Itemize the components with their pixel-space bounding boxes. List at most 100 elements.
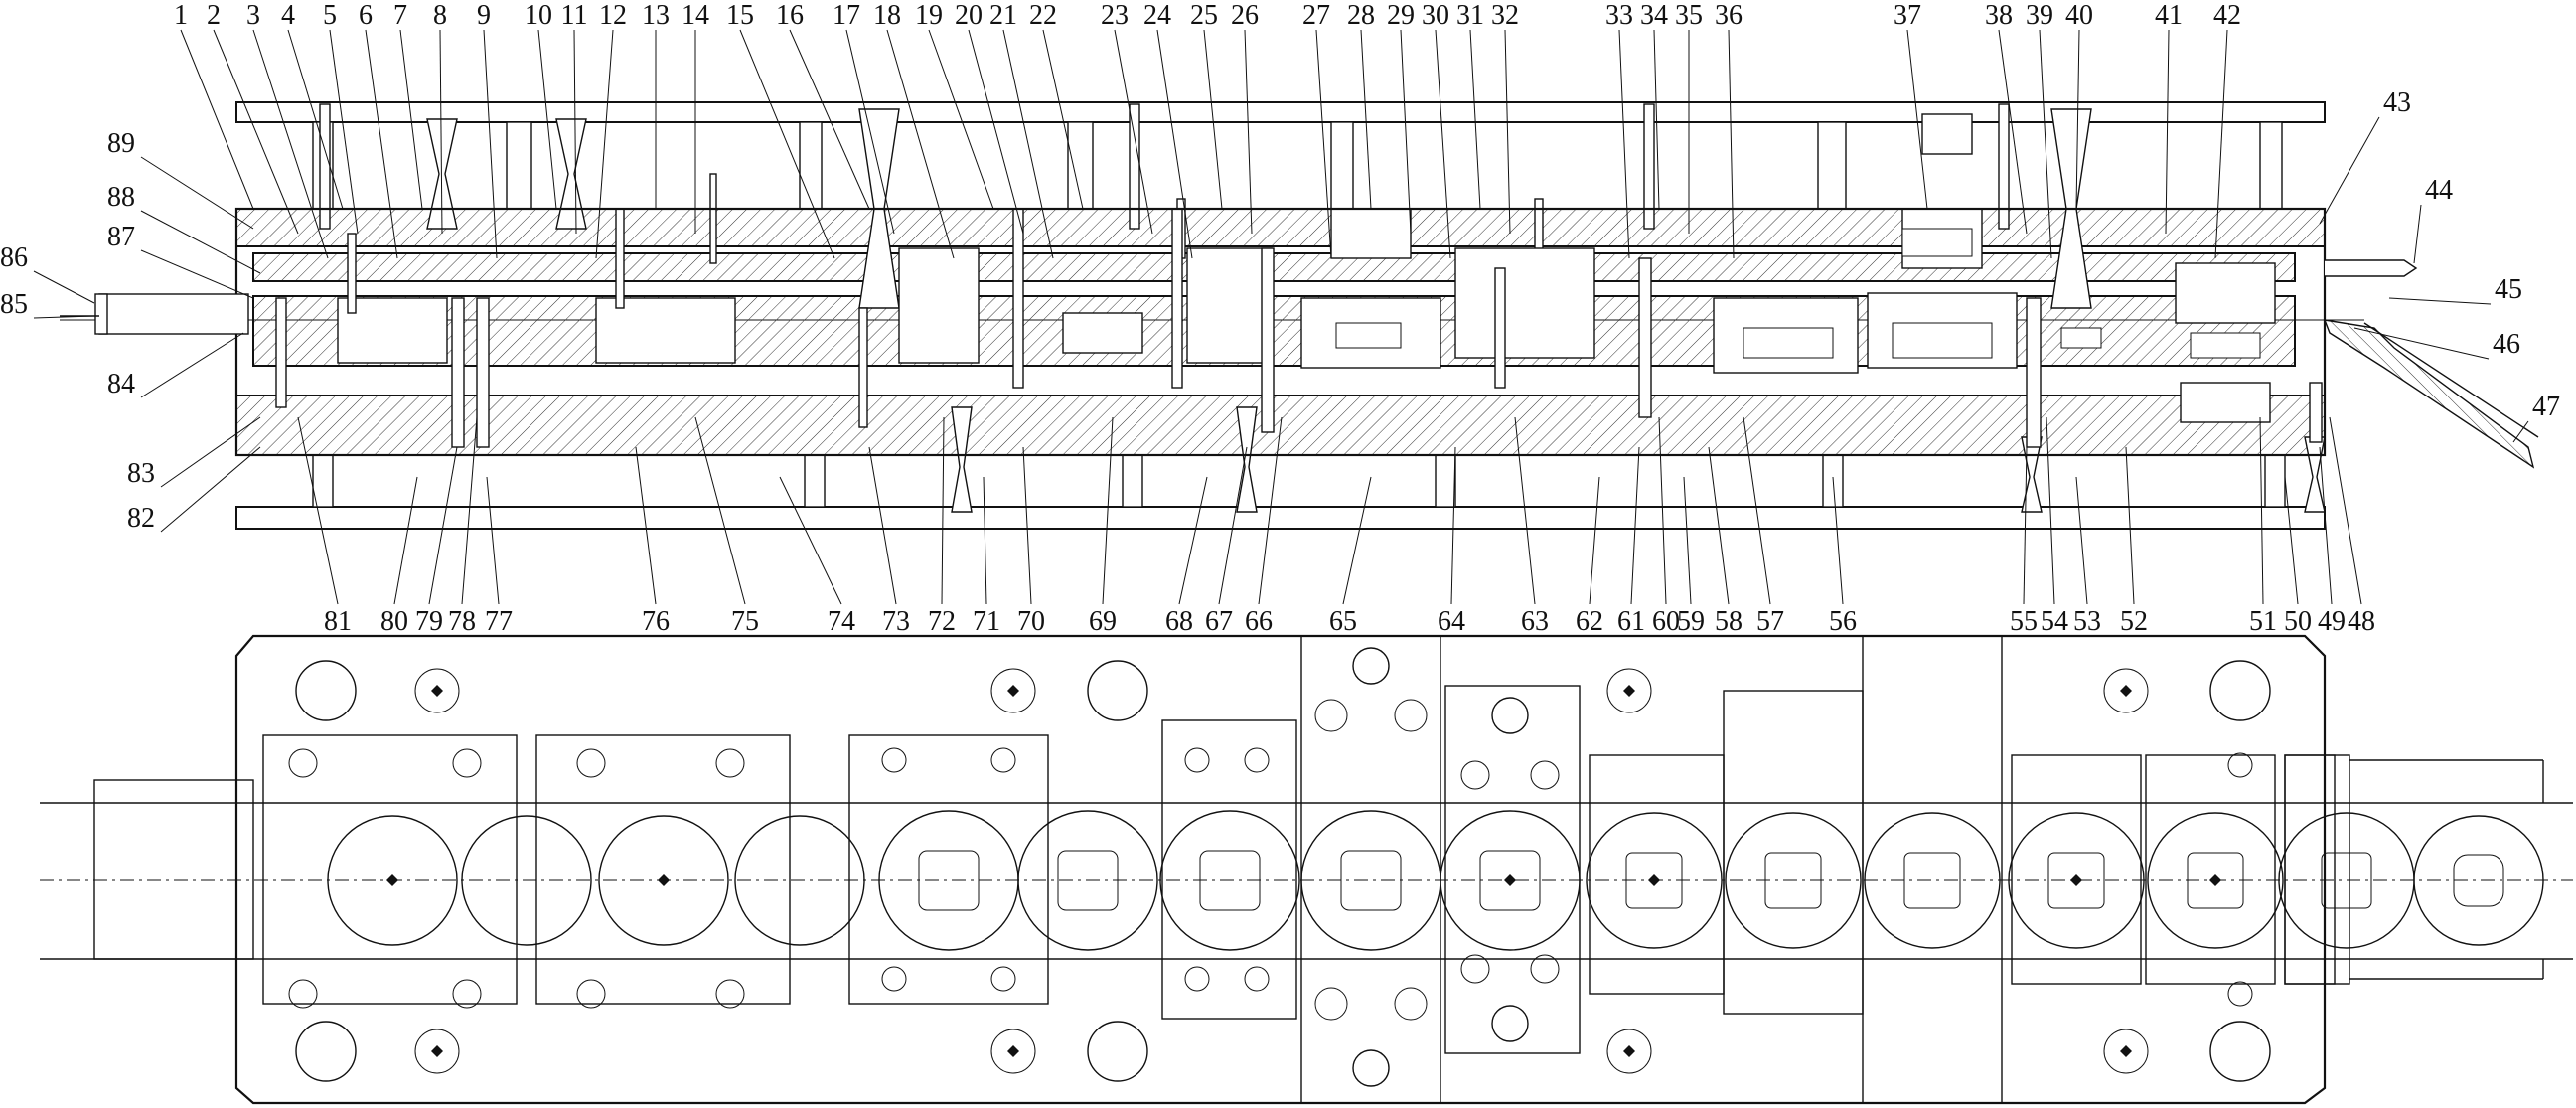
callout-label-23: 23 <box>1101 0 1129 31</box>
leader-line-5 <box>329 29 359 235</box>
leader-line-33 <box>1618 29 1630 259</box>
leader-line-8 <box>439 29 443 235</box>
leader-line-60 <box>1658 416 1667 605</box>
callout-label-72: 72 <box>928 606 956 637</box>
leader-line-70 <box>1022 446 1032 605</box>
leader-line-76 <box>635 446 657 605</box>
upper-plate <box>235 208 2326 247</box>
callout-label-51: 51 <box>2249 606 2277 637</box>
callout-label-70: 70 <box>1017 606 1045 637</box>
leader-line-63 <box>1514 416 1536 605</box>
leader-line-6 <box>365 29 398 259</box>
leader-line-18 <box>886 29 955 259</box>
callout-label-87: 87 <box>107 222 135 252</box>
callout-label-18: 18 <box>873 0 901 31</box>
callout-label-46: 46 <box>2493 329 2520 360</box>
pilot-pins <box>275 173 2323 448</box>
leader-line-85 <box>33 315 95 319</box>
leader-line-20 <box>968 29 1024 235</box>
leader-line-39 <box>2039 29 2052 259</box>
callout-label-17: 17 <box>833 0 860 31</box>
callout-label-28: 28 <box>1347 0 1375 31</box>
leader-line-27 <box>1315 29 1332 259</box>
leader-line-56 <box>1832 476 1844 605</box>
upper-die-shoe <box>235 101 2326 123</box>
callout-label-84: 84 <box>107 369 135 399</box>
leader-line-21 <box>1002 29 1054 259</box>
callout-label-69: 69 <box>1089 606 1117 637</box>
callout-label-5: 5 <box>323 0 337 31</box>
callout-label-22: 22 <box>1029 0 1057 31</box>
callout-label-54: 54 <box>2041 606 2068 637</box>
leader-line-11 <box>573 29 577 235</box>
callout-label-11: 11 <box>561 0 588 31</box>
callout-label-55: 55 <box>2010 606 2038 637</box>
callout-label-21: 21 <box>989 0 1017 31</box>
insert-details <box>1335 228 2261 359</box>
guide-post-holes <box>295 647 2271 1087</box>
leader-line-23 <box>1114 29 1153 235</box>
leader-line-17 <box>845 29 895 235</box>
leader-line-34 <box>1653 29 1660 210</box>
leader-line-51 <box>2259 416 2264 605</box>
leader-line-29 <box>1400 29 1412 235</box>
callout-label-35: 35 <box>1675 0 1703 31</box>
callout-label-31: 31 <box>1456 0 1484 31</box>
callout-label-14: 14 <box>682 0 709 31</box>
leader-line-1 <box>180 29 254 210</box>
leader-line-22 <box>1042 29 1084 210</box>
leader-line-87 <box>140 249 254 299</box>
callout-label-27: 27 <box>1302 0 1330 31</box>
callout-label-2: 2 <box>207 0 221 31</box>
leader-line-10 <box>537 29 557 210</box>
leader-line-75 <box>694 416 746 605</box>
callout-label-57: 57 <box>1756 606 1784 637</box>
callout-label-15: 15 <box>726 0 754 31</box>
callout-label-42: 42 <box>2213 0 2241 31</box>
callout-label-16: 16 <box>776 0 804 31</box>
section-view <box>60 101 2539 530</box>
leader-line-24 <box>1156 29 1193 259</box>
callout-label-19: 19 <box>915 0 943 31</box>
callout-label-58: 58 <box>1715 606 1743 637</box>
callout-label-68: 68 <box>1165 606 1193 637</box>
leader-line-77 <box>486 476 500 605</box>
leader-line-79 <box>428 446 458 605</box>
callout-label-75: 75 <box>731 606 759 637</box>
leader-line-57 <box>1743 416 1771 605</box>
leader-line-62 <box>1589 476 1600 605</box>
leader-line-3 <box>252 29 329 259</box>
leader-lines <box>33 29 2529 605</box>
leader-line-42 <box>2214 29 2228 259</box>
leader-line-66 <box>1258 416 1283 605</box>
leader-line-36 <box>1728 29 1735 259</box>
leader-line-82 <box>160 446 261 533</box>
callout-label-26: 26 <box>1231 0 1259 31</box>
leader-line-47 <box>2512 420 2529 443</box>
callout-label-4: 4 <box>281 0 295 31</box>
exit-chute <box>2323 259 2539 469</box>
leader-line-50 <box>2284 476 2299 605</box>
blank-circles <box>327 810 2544 951</box>
leader-line-72 <box>941 416 945 605</box>
callout-label-1: 1 <box>174 0 188 31</box>
callout-label-73: 73 <box>882 606 910 637</box>
plan-view <box>40 634 2573 1105</box>
leader-line-46 <box>2353 327 2490 360</box>
leader-line-64 <box>1450 446 1456 605</box>
leader-line-19 <box>928 29 994 210</box>
callout-label-52: 52 <box>2120 606 2148 637</box>
callout-label-67: 67 <box>1205 606 1233 637</box>
leader-line-37 <box>1906 29 1928 210</box>
callout-label-74: 74 <box>828 606 855 637</box>
callout-label-77: 77 <box>485 606 513 637</box>
leader-line-2 <box>213 29 299 235</box>
leader-line-15 <box>739 29 835 259</box>
callout-label-63: 63 <box>1521 606 1549 637</box>
leader-line-9 <box>483 29 498 259</box>
callout-label-33: 33 <box>1605 0 1633 31</box>
callout-label-64: 64 <box>1438 606 1465 637</box>
leader-line-30 <box>1435 29 1451 259</box>
leader-line-55 <box>2023 446 2028 605</box>
